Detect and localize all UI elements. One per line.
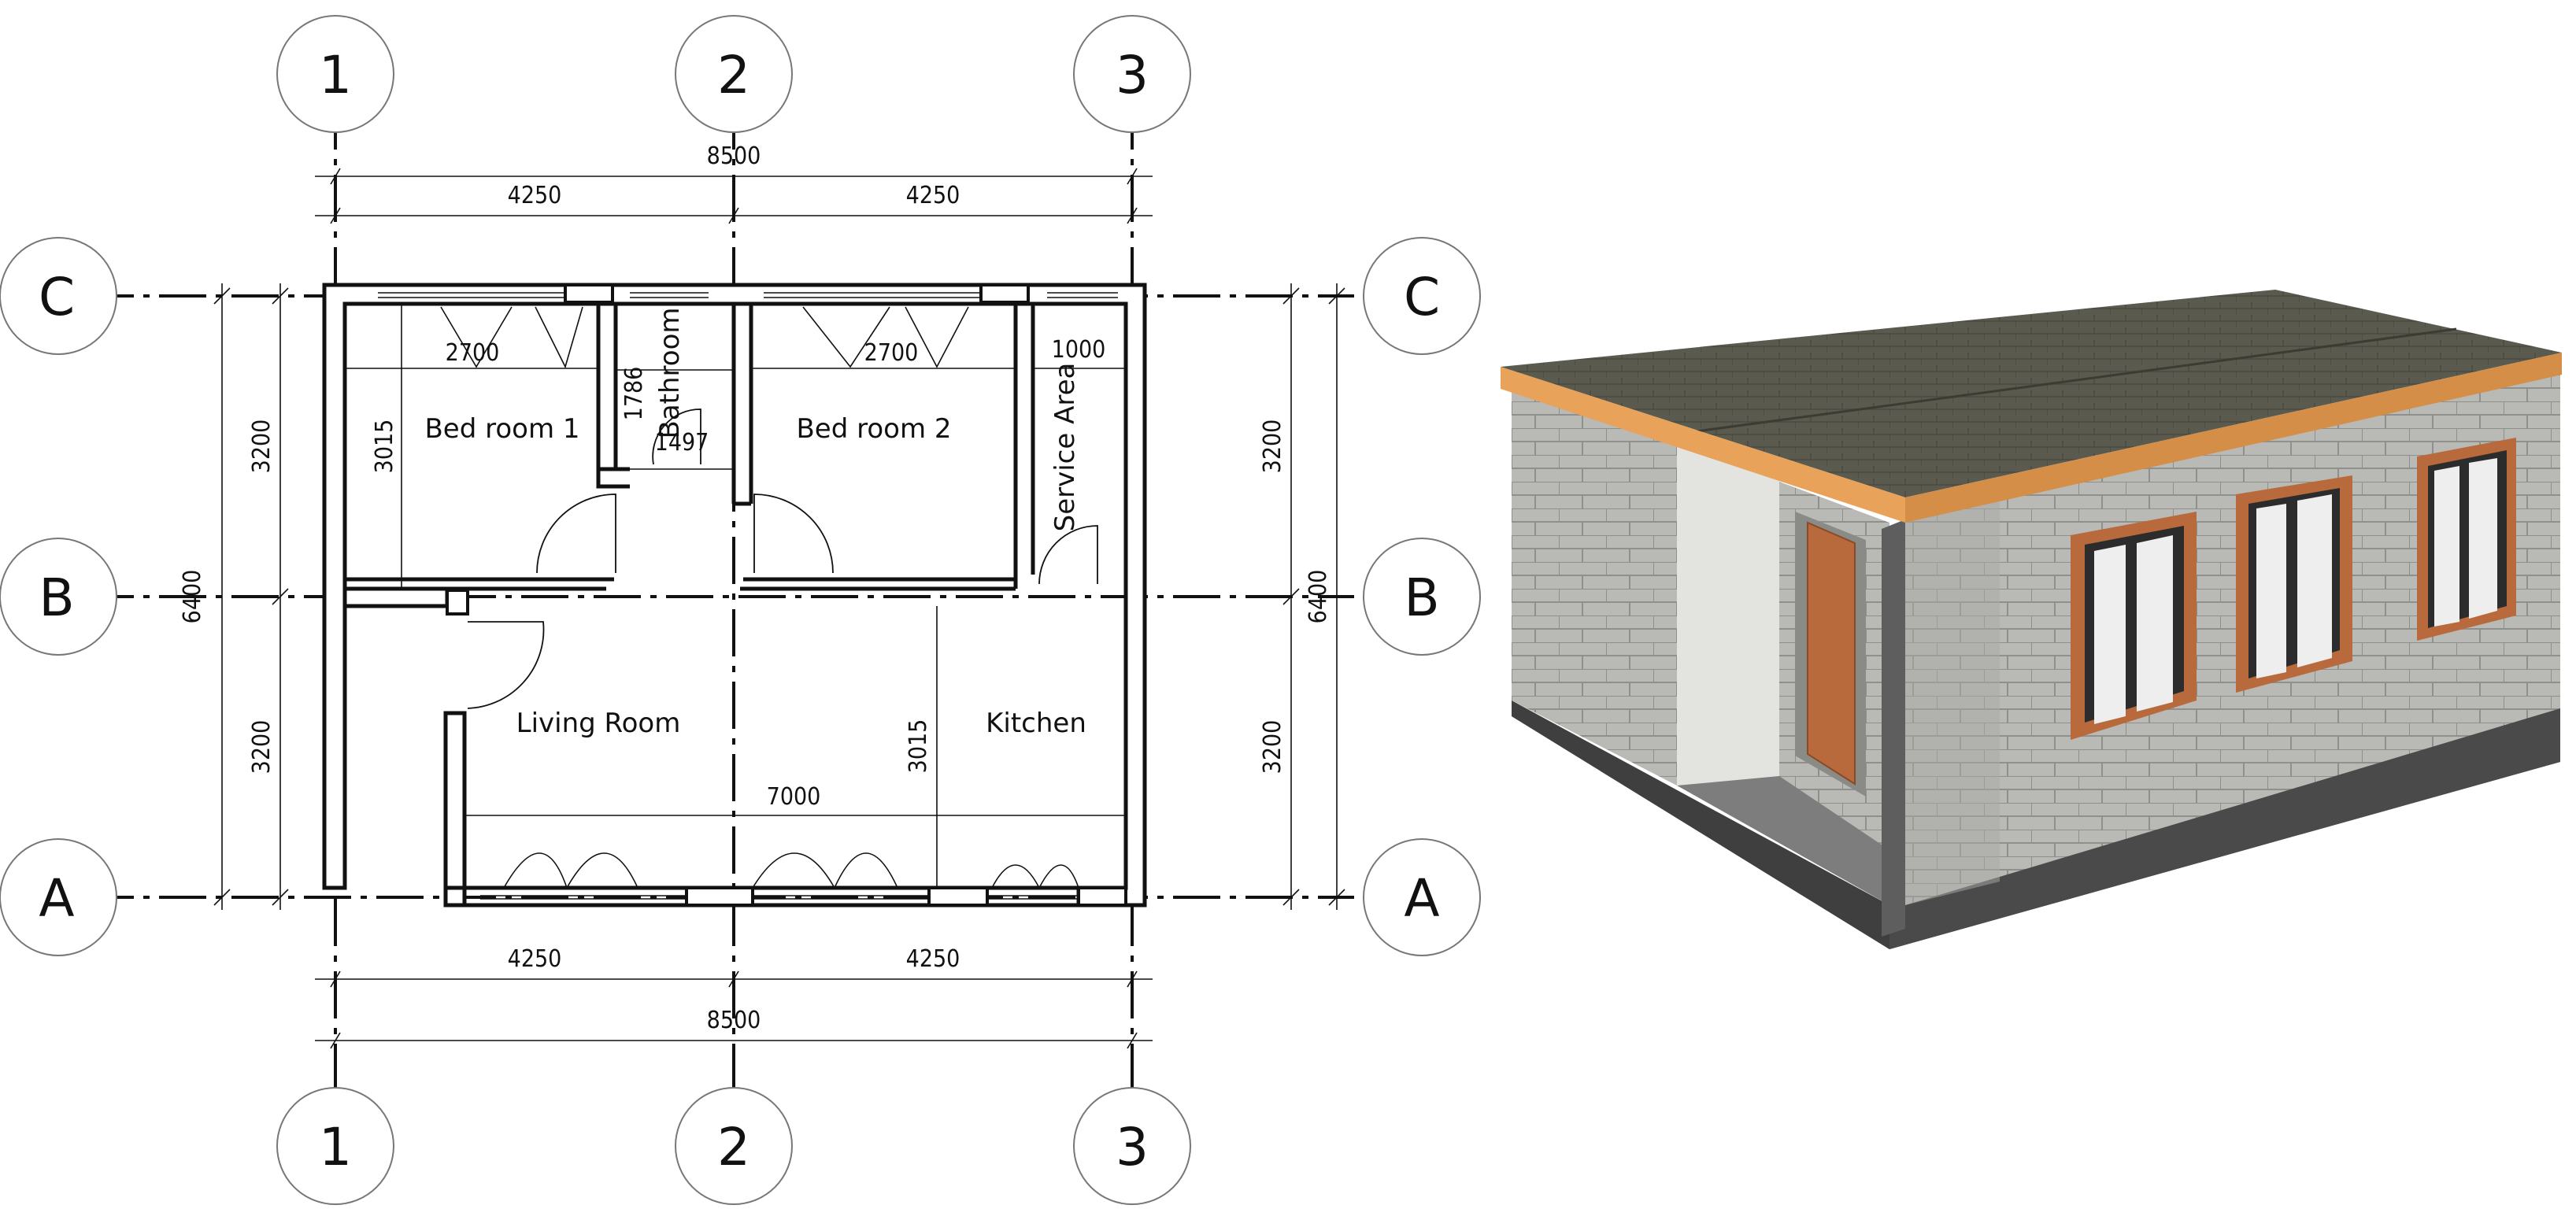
- grid-label-col3-bottom: 3: [1116, 1117, 1149, 1177]
- room-label-bedroom2: Bed room 2: [796, 413, 951, 445]
- doors: [467, 408, 1098, 709]
- window-3: [2417, 438, 2516, 641]
- left-block-wall: [1512, 378, 1677, 786]
- dim-bay-depth-left-1: 3200: [248, 420, 276, 474]
- front-block-wall: [1905, 365, 2560, 905]
- entry-door: [1807, 521, 1856, 786]
- grid-bubble-rowC-left: C: [0, 237, 117, 355]
- dim-bay-width-bottom-1: 4250: [508, 945, 562, 973]
- dim-bedroom2-width: 2700: [864, 339, 919, 367]
- room-label-bedroom1: Bed room 1: [424, 413, 579, 445]
- grid-label-col2: 2: [717, 45, 750, 105]
- window-1: [2071, 512, 2197, 740]
- porch-column: [1882, 519, 1905, 937]
- window-2: [2236, 475, 2352, 693]
- floor-slab-left: [1512, 701, 1889, 949]
- grid-label-col1-bottom: 1: [319, 1117, 352, 1177]
- dim-total-depth-left: 6400: [179, 570, 206, 624]
- grid-bubble-rowC-right: C: [1363, 237, 1481, 355]
- grid-bubble-col1-top: 1: [276, 15, 394, 133]
- dimension-lines-right: [1282, 283, 1345, 910]
- walls: [322, 283, 1147, 908]
- interior-dimension-lines: [346, 304, 1126, 888]
- grid-label-rowC-right: C: [1404, 267, 1440, 327]
- dim-bedroom1-width: 2700: [446, 339, 500, 367]
- grid-bubble-col2-top: 2: [675, 15, 793, 133]
- room-label-service: Service Area: [1049, 363, 1081, 532]
- grid-label-rowA: A: [39, 868, 74, 929]
- windows: [378, 292, 1118, 900]
- grid-label-rowB: B: [39, 567, 74, 628]
- room-label-kitchen: Kitchen: [986, 708, 1086, 739]
- grid-label-col2-bottom: 2: [717, 1117, 750, 1177]
- grid-label-col3: 3: [1116, 45, 1149, 105]
- dim-bay-width-top-2: 4250: [906, 182, 960, 209]
- grid-bubble-rowB-left: B: [0, 538, 117, 656]
- grid-label-rowA-right: A: [1404, 868, 1439, 929]
- dim-bathroom-width: 1497: [655, 429, 709, 457]
- dim-front-span: 7000: [767, 783, 821, 811]
- grid-label-col1: 1: [319, 45, 352, 105]
- grid-label-rowB-right: B: [1404, 567, 1439, 628]
- dim-total-depth-right: 6400: [1305, 570, 1332, 624]
- floor-plan: 1 2 3 1 2 3 C B: [0, 15, 1481, 1205]
- room-label-bathroom: Bathroom: [654, 308, 686, 439]
- dim-bay-width-bottom-2: 4250: [906, 945, 960, 973]
- grid-bubble-rowA-left: A: [0, 838, 117, 956]
- dim-bedroom-depth: 3015: [371, 420, 398, 474]
- room-label-living: Living Room: [516, 708, 681, 739]
- dim-service-width: 1000: [1052, 336, 1106, 364]
- dim-total-width-top: 8500: [707, 142, 761, 170]
- dim-total-width-bottom: 8500: [707, 1007, 761, 1034]
- roof: [1501, 290, 2562, 497]
- grid-lines: [87, 102, 1354, 1118]
- grid-bubble-rowB-right: B: [1363, 538, 1481, 656]
- grid-bubble-col3-bottom: 3: [1073, 1087, 1191, 1205]
- dim-bathroom-depth: 1786: [620, 367, 648, 421]
- grid-bubble-rowA-right: A: [1363, 838, 1481, 956]
- dim-bay-depth-right-1: 3200: [1259, 420, 1286, 474]
- grid-label-rowC: C: [39, 267, 75, 327]
- grid-bubble-col1-bottom: 1: [276, 1087, 394, 1205]
- grid-bubble-col2-bottom: 2: [675, 1087, 793, 1205]
- dimension-lines-left: [213, 283, 289, 910]
- dimension-lines-top: [315, 168, 1153, 224]
- floor-slab-front: [1889, 708, 2560, 949]
- fascia-front: [1905, 353, 2562, 523]
- dim-bay-depth-right-2: 3200: [1259, 720, 1286, 774]
- dim-bay-width-top-1: 4250: [508, 182, 562, 209]
- dimension-lines-bottom: [315, 970, 1153, 1049]
- house-3d-render: [1501, 290, 2562, 949]
- fascia-left: [1501, 367, 1905, 523]
- dim-kitchen-depth: 3015: [905, 719, 932, 774]
- porch-recess-wall: [1677, 447, 1779, 786]
- dim-bay-depth-left-2: 3200: [248, 720, 276, 774]
- grid-bubble-col3-top: 3: [1073, 15, 1191, 133]
